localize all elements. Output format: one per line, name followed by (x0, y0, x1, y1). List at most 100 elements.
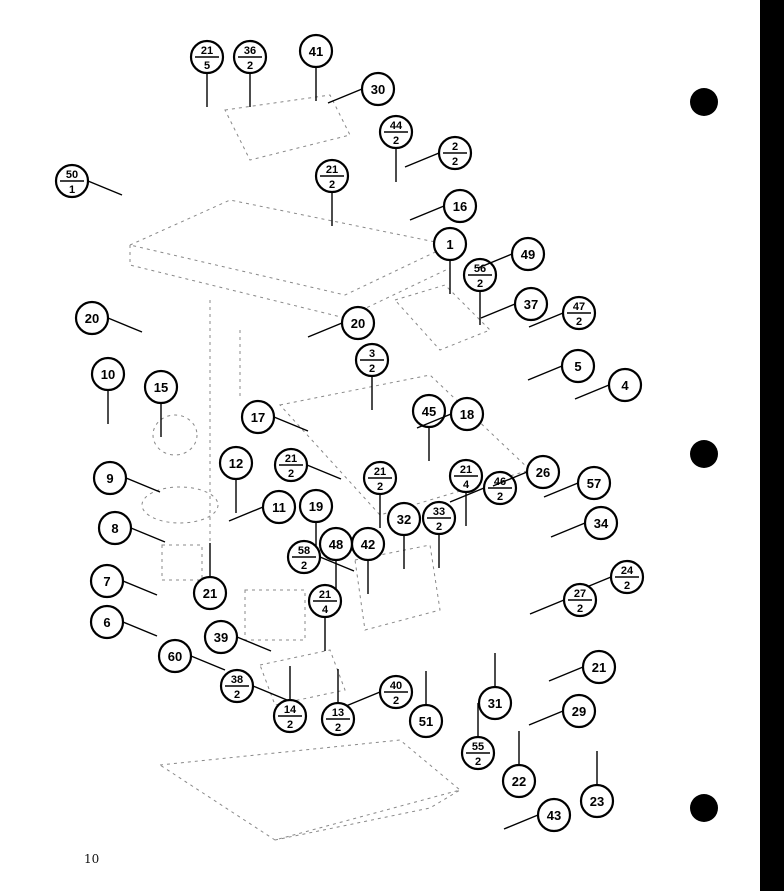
callout-balloon (449, 396, 485, 432)
callout-number: 22 (512, 774, 526, 789)
callout-quantity: 2 (247, 60, 253, 72)
callout-balloon (581, 649, 617, 685)
callout-number: 5 (574, 359, 581, 374)
callout-56-2: 562 (462, 257, 498, 325)
callout-balloon (411, 393, 447, 429)
leader-line (548, 666, 584, 682)
callout-quantity: 2 (393, 135, 399, 147)
chassis-outline (279, 374, 531, 516)
rail-assembly-outline (259, 649, 346, 706)
callout-number: 21 (201, 45, 213, 57)
callout-20b: 20 (307, 305, 376, 341)
callout-55-2: 552 (460, 703, 496, 771)
leader-line (306, 464, 342, 480)
callout-number: 15 (154, 380, 168, 395)
callout-57: 57 (543, 465, 612, 501)
callout-number: 9 (106, 471, 113, 486)
callout-number: 2 (452, 141, 458, 153)
callout-number: 34 (594, 516, 609, 531)
blower-wheel-outline (152, 414, 198, 456)
callout-33-2: 332 (421, 500, 457, 568)
callout-number: 14 (284, 704, 297, 716)
leader-line (327, 88, 363, 104)
callout-quantity: 4 (463, 479, 470, 491)
leader-line (449, 487, 485, 503)
callout-balloon (89, 563, 125, 599)
callout-balloon (477, 685, 513, 721)
leader-line (130, 527, 166, 543)
callout-44-2: 442 (378, 114, 414, 182)
leader-line (125, 477, 161, 493)
callout-number: 47 (573, 301, 585, 313)
callout-48: 48 (318, 526, 354, 594)
callout-4: 4 (574, 367, 643, 403)
callout-balloon (583, 505, 619, 541)
callout-number: 20 (85, 311, 99, 326)
leader-line (307, 322, 343, 338)
callout-14-2: 142 (272, 666, 308, 734)
callout-number: 10 (101, 367, 115, 382)
center-module-outline (354, 544, 441, 631)
callout-balloon (74, 300, 110, 336)
callout-quantity: 2 (377, 481, 383, 493)
callout-18: 18 (416, 396, 485, 432)
leader-line (319, 556, 355, 572)
callout-30: 30 (327, 71, 396, 107)
callout-number: 7 (103, 574, 110, 589)
callout-12: 12 (218, 445, 254, 513)
callout-number: 45 (422, 404, 436, 419)
leader-line (107, 317, 143, 333)
callout-number: 1 (446, 237, 453, 252)
callout-5: 5 (527, 348, 596, 384)
callout-number: 57 (587, 476, 601, 491)
callout-balloon (97, 510, 133, 546)
callout-19: 19 (298, 488, 334, 556)
callout-number: 49 (521, 247, 535, 262)
callout-balloon (90, 356, 126, 392)
top-panel-outline (128, 199, 452, 296)
callout-balloon (576, 465, 612, 501)
leader-line (87, 180, 123, 196)
callout-balloon (536, 797, 572, 833)
callout-21-4a: 214 (448, 458, 484, 526)
leader-line (345, 691, 381, 707)
callout-balloon (442, 188, 478, 224)
leader-line (574, 384, 610, 400)
top-panel-edge (129, 245, 451, 319)
leader-line (529, 599, 565, 615)
callout-number: 26 (536, 465, 550, 480)
callout-number: 38 (231, 674, 243, 686)
callout-balloon (143, 369, 179, 405)
callout-quantity: 2 (234, 689, 240, 701)
callout-balloon (298, 488, 334, 524)
callout-21-4b: 214 (307, 583, 343, 651)
callout-balloon (560, 348, 596, 384)
callout-20a: 20 (74, 300, 143, 336)
page-edge-bar (760, 0, 784, 891)
leader-line (404, 152, 440, 168)
callout-24-2: 242 (576, 559, 645, 595)
callout-number: 32 (397, 512, 411, 527)
callout-number: 29 (572, 704, 586, 719)
leader-line (480, 303, 516, 319)
callout-31: 31 (477, 653, 513, 721)
punch-hole-bottom (690, 794, 718, 822)
callout-9: 9 (92, 460, 161, 496)
callout-number: 21 (203, 586, 217, 601)
callout-quantity: 1 (69, 184, 75, 196)
callout-15: 15 (143, 369, 179, 437)
leader-line (273, 416, 309, 432)
callout-balloon (607, 367, 643, 403)
callout-balloon (240, 399, 276, 435)
callout-46-2: 462 (449, 470, 518, 506)
leader-line (409, 205, 445, 221)
leader-line (190, 655, 226, 671)
leader-line (550, 522, 586, 538)
callout-quantity: 2 (477, 278, 483, 290)
leader-line (477, 253, 513, 269)
callout-balloon (408, 703, 444, 739)
upper-bracket-outline (224, 94, 351, 161)
leader-line (236, 636, 272, 652)
